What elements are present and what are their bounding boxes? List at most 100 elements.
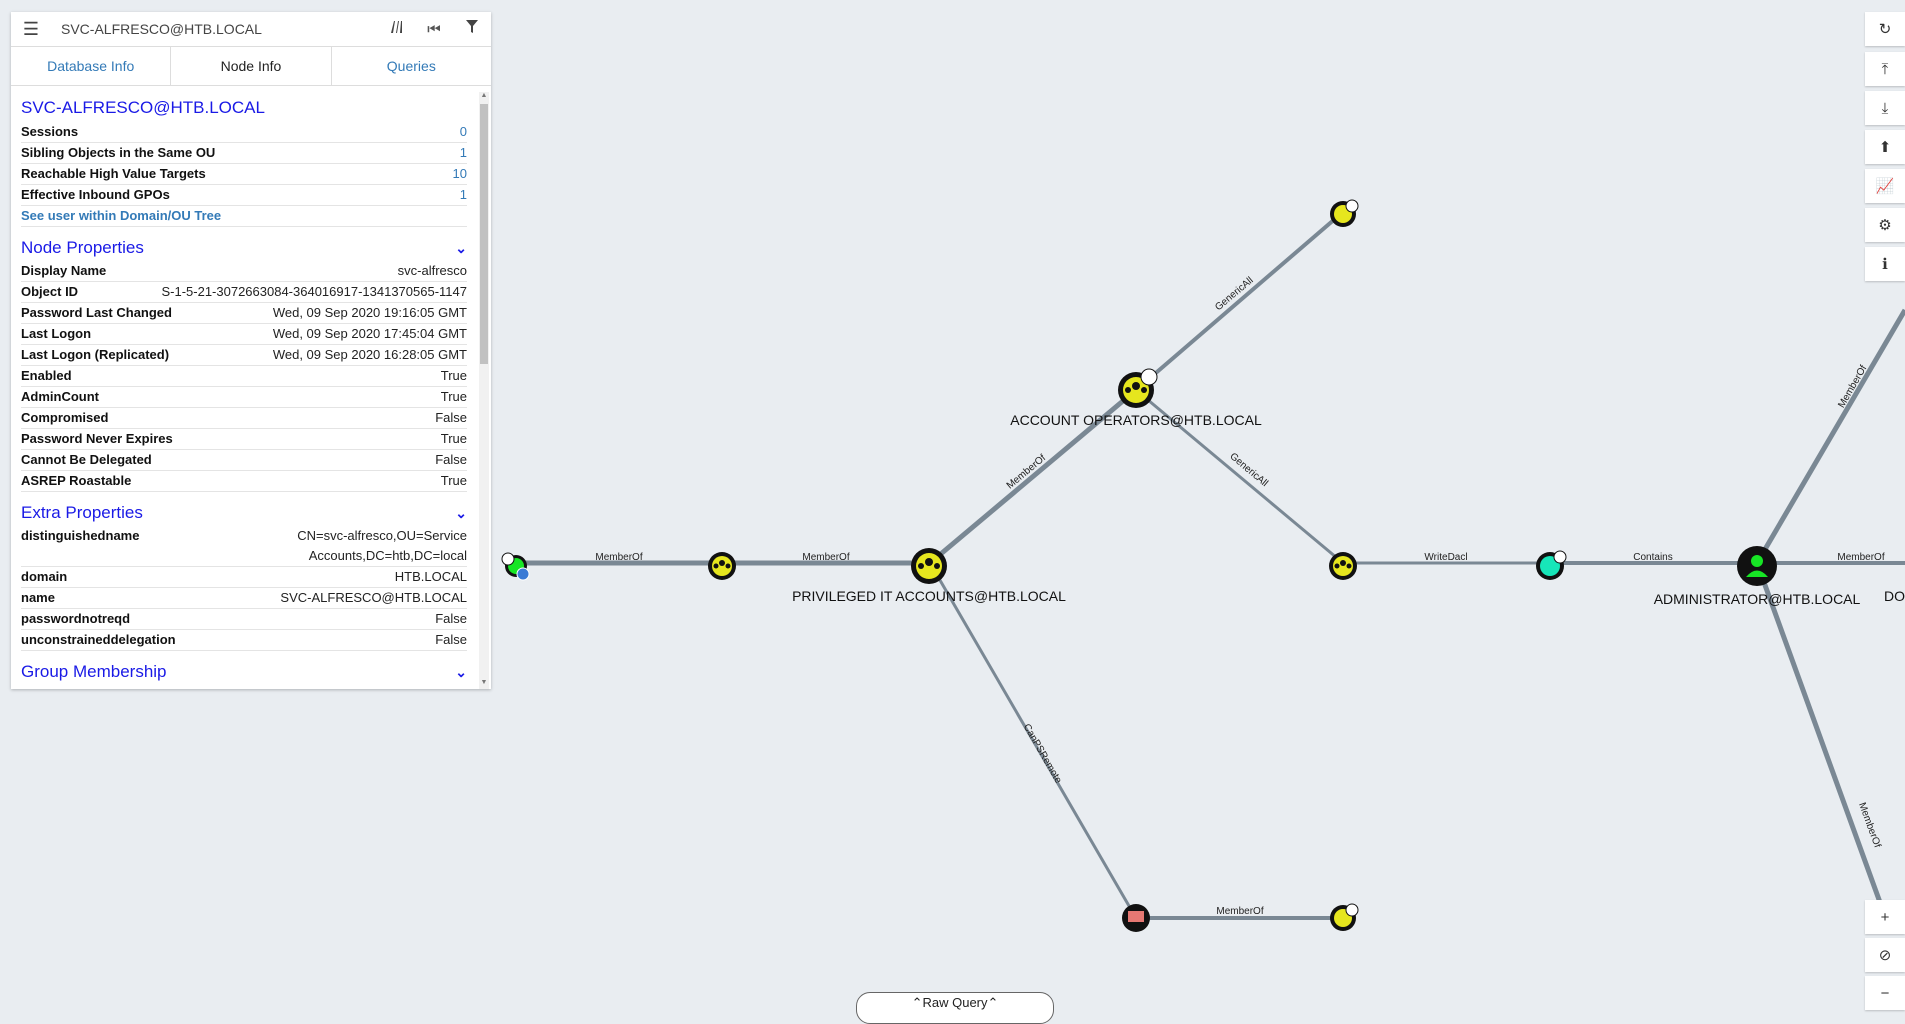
property-row: Object ID S-1-5-21-3072663084-364016917-1… <box>21 282 467 303</box>
property-row: Password Last Changed Wed, 09 Sep 2020 19… <box>21 303 467 324</box>
node-group-top[interactable] <box>1330 199 1359 227</box>
stat-key: Reachable High Value Targets <box>21 166 206 181</box>
property-value: False <box>435 632 467 647</box>
settings-icon[interactable]: ⚙ <box>1865 208 1905 242</box>
property-row: unconstraineddelegation False <box>21 630 467 651</box>
node-info-panel: ☰ SVC-ALFRESCO@HTB.LOCAL ⏮ Database Info… <box>11 12 491 689</box>
extra-properties-header[interactable]: Extra Properties ⌄ <box>21 500 467 526</box>
node-privileged-it-accounts[interactable] <box>911 548 947 584</box>
property-value: True <box>440 473 467 488</box>
stat-value[interactable]: 0 <box>459 124 467 139</box>
edge-label-contains: Contains <box>1633 552 1672 563</box>
property-value: True <box>440 389 467 404</box>
scroll-up-icon[interactable]: ▲ <box>480 92 488 99</box>
raw-query-label: Raw Query <box>922 995 988 1010</box>
upload-icon[interactable]: ⤒ <box>1865 52 1905 86</box>
property-key: Password Last Changed <box>21 305 172 320</box>
tab-database-info[interactable]: Database Info <box>11 47 172 85</box>
property-key: name <box>21 590 55 605</box>
property-key: unconstraineddelegation <box>21 632 176 647</box>
filter-icon[interactable] <box>453 20 491 38</box>
property-row: distinguishedname CN=svc-alfresco,OU=Serv… <box>21 526 467 567</box>
scrollbar-thumb[interactable] <box>480 104 488 364</box>
pathfinding-icon[interactable] <box>377 20 415 38</box>
property-key: Last Logon (Replicated) <box>21 347 170 362</box>
domain-tree-link[interactable]: See user within Domain/OU Tree <box>21 206 467 227</box>
chevron-down-icon[interactable]: ⌄ <box>455 239 467 256</box>
scroll-down-icon[interactable]: ▼ <box>480 679 488 686</box>
edge-label-memberof-1: MemberOf <box>595 552 642 563</box>
stat-value[interactable]: 1 <box>459 187 467 202</box>
zoom-out-icon[interactable]: − <box>1865 976 1905 1010</box>
chevron-down-icon[interactable]: ⌄ <box>455 663 467 680</box>
search-bar: ☰ SVC-ALFRESCO@HTB.LOCAL ⏮ <box>11 12 491 47</box>
menu-icon[interactable]: ☰ <box>22 18 40 39</box>
node-group-1[interactable] <box>708 552 736 580</box>
chevron-down-icon[interactable]: ⌄ <box>455 504 467 521</box>
stat-key: Sibling Objects in the Same OU <box>21 145 216 160</box>
property-key: Password Never Expires <box>21 431 173 446</box>
edge-label-memberof-2: MemberOf <box>802 552 849 563</box>
group-membership-header[interactable]: Group Membership ⌄ <box>21 659 467 685</box>
raw-query-toggle[interactable]: ⌃Raw Query⌃ <box>856 992 1054 1024</box>
property-row: AdminCount True <box>21 387 467 408</box>
section-title: Node Properties <box>21 238 144 257</box>
node-group-mid[interactable] <box>1329 552 1357 580</box>
import-icon[interactable]: ⬆ <box>1865 130 1905 164</box>
node-account-operators[interactable] <box>1118 368 1158 408</box>
refresh-icon[interactable]: ↻ <box>1865 12 1905 46</box>
stat-key: Sessions <box>21 124 79 139</box>
node-svc-alfresco[interactable] <box>501 552 530 581</box>
back-icon[interactable]: ⏮ <box>427 20 441 38</box>
section-title: Group Membership <box>21 662 167 681</box>
property-key: Object ID <box>21 284 79 299</box>
stat-row: Sessions 0 <box>21 122 467 143</box>
property-value: CN=svc-alfresco,OU=Service Accounts,DC=h… <box>297 528 467 563</box>
chart-icon[interactable]: 📈 <box>1865 169 1905 203</box>
tab-node-info[interactable]: Node Info <box>171 47 332 85</box>
property-value: Wed, 09 Sep 2020 19:16:05 GMT <box>272 305 467 320</box>
reset-zoom-icon[interactable]: ⊘ <box>1865 938 1905 972</box>
property-key: Enabled <box>21 368 72 383</box>
node-properties-header[interactable]: Node Properties ⌄ <box>21 235 467 261</box>
property-value: False <box>435 410 467 425</box>
node-group-bottom[interactable] <box>1330 903 1359 931</box>
node-computer[interactable] <box>1122 904 1150 932</box>
property-key: passwordnotreqd <box>21 611 131 626</box>
stat-value[interactable]: 10 <box>452 166 467 181</box>
property-key: Last Logon <box>21 326 92 341</box>
node-administrator[interactable] <box>1737 546 1777 586</box>
chevron-up-icon: ⌃ <box>911 995 923 1010</box>
edge-label-writedacl: WriteDacl <box>1424 552 1467 563</box>
property-key: distinguishedname <box>21 528 140 543</box>
info-icon[interactable]: ℹ <box>1865 247 1905 281</box>
label-account-operators: ACCOUNT OPERATORS@HTB.LOCAL <box>1010 412 1262 428</box>
node-labels: ACCOUNT OPERATORS@HTB.LOCAL PRIVILEGED I… <box>792 412 1905 607</box>
property-key: AdminCount <box>21 389 99 404</box>
label-administrator: ADMINISTRATOR@HTB.LOCAL <box>1654 591 1861 607</box>
edge-label-memberof-7: MemberOf <box>1216 906 1263 917</box>
property-value: S-1-5-21-3072663084-364016917-1341370565… <box>161 284 467 299</box>
search-input[interactable]: SVC-ALFRESCO@HTB.LOCAL <box>61 21 262 37</box>
graph-edges <box>518 210 1905 931</box>
chevron-up-icon: ⌃ <box>987 995 999 1010</box>
stat-value[interactable]: 1 <box>459 145 467 160</box>
zoom-in-icon[interactable]: + <box>1865 900 1905 934</box>
node-domain[interactable] <box>1536 550 1567 580</box>
property-value: svc-alfresco <box>397 263 467 278</box>
property-value: HTB.LOCAL <box>394 569 467 584</box>
download-icon[interactable]: ⤓ <box>1865 91 1905 125</box>
panel-scrollbar[interactable]: ▲ ▼ <box>479 92 489 689</box>
property-value: False <box>435 452 467 467</box>
tab-queries[interactable]: Queries <box>386 58 436 74</box>
